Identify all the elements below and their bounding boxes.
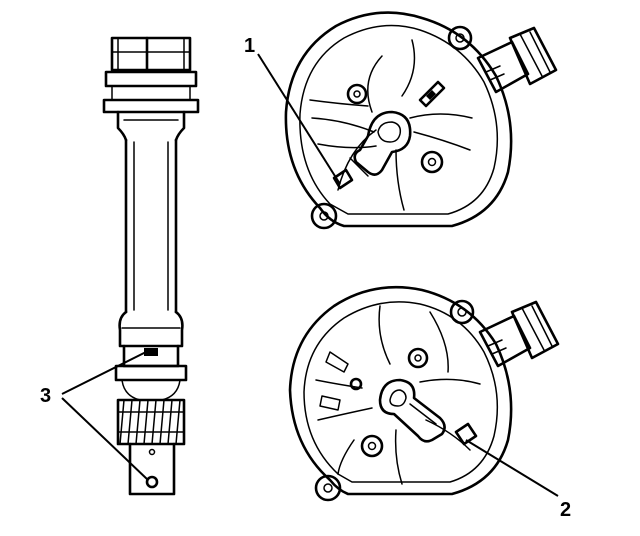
- callout-2-label: 2: [560, 499, 571, 521]
- distributor-shaft: [102, 36, 200, 496]
- drive-gear: [116, 398, 186, 446]
- wiring-connector-top: [476, 26, 558, 94]
- callout-1: 1: [244, 35, 341, 185]
- callout-3: 3: [40, 351, 149, 481]
- callout-2-leader: [465, 439, 559, 497]
- wiring-connector-bottom: [478, 300, 560, 368]
- distributor-housing-bottom: [288, 285, 560, 502]
- pin-hole: [144, 348, 158, 356]
- callout-1-label: 1: [244, 35, 255, 57]
- distributor-housing-top: [284, 11, 558, 230]
- callout-2: 2: [465, 439, 571, 521]
- callout-1-leader: [257, 53, 341, 185]
- callout-3-leader-upper: [61, 351, 147, 395]
- callout-3-label: 3: [40, 385, 51, 407]
- callout-3-leader-lower: [61, 397, 149, 481]
